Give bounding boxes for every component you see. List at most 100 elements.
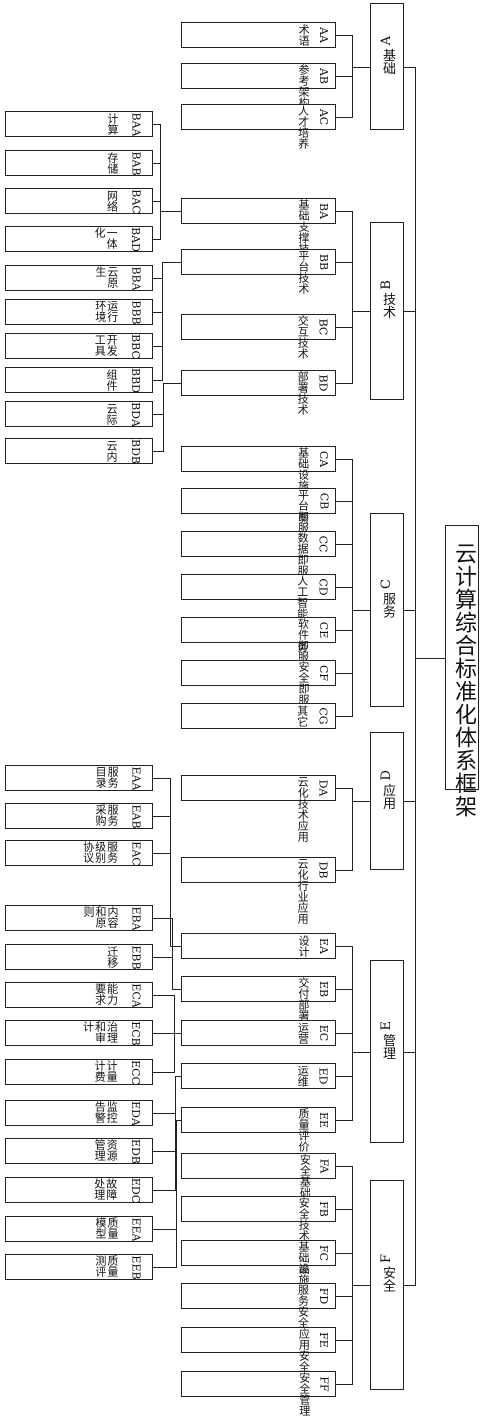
item-connector-AC xyxy=(336,117,352,118)
branch-line-B xyxy=(352,211,353,384)
sub-item-EBA-label: 内容和原则 xyxy=(81,906,119,928)
branch-line-D xyxy=(352,788,353,871)
sub-item-BBD-code: BBD xyxy=(129,367,142,393)
item-BC-label: 交互技术 xyxy=(296,315,310,359)
item-CA-label: 基础设施即服务 xyxy=(296,447,310,524)
category-C: C 服务 xyxy=(379,579,395,618)
sub-item-connector-BBA xyxy=(153,278,162,279)
item-AC-code: AC xyxy=(316,108,330,126)
category-C-label: 服务 xyxy=(380,591,395,618)
item-connector-CA xyxy=(336,459,352,460)
branch-connector-B xyxy=(352,311,370,312)
item-connector-BD xyxy=(336,383,352,384)
item-FE-code: FE xyxy=(317,1332,331,1348)
sub-branch-EC xyxy=(174,995,175,1073)
sub-item-BDB-code: BDB xyxy=(129,438,142,464)
item-connector-CE xyxy=(336,630,352,631)
item-connector-CD xyxy=(336,587,352,588)
item-connector-EA xyxy=(336,946,352,947)
sub-branch-BA xyxy=(160,124,161,240)
sub-item-BDB-label: 云内 xyxy=(105,440,118,462)
branch-connector-C xyxy=(352,610,370,611)
sub-item-EAC-code: EAC xyxy=(129,840,143,866)
category-C-code: C xyxy=(379,579,394,589)
sub-item-BAD-label: 一体化 xyxy=(93,227,119,249)
item-connector-DB xyxy=(336,870,352,871)
sub-item-BBB-code: BBB xyxy=(129,299,143,325)
item-connector-FE xyxy=(336,1340,352,1341)
root-connector xyxy=(415,658,445,659)
sub-item-BAA-code: BAA xyxy=(129,112,143,136)
trunk-line xyxy=(415,67,416,1286)
branch-connector-D xyxy=(352,801,370,802)
sub-item-connector-BDA xyxy=(153,414,163,415)
sub-item-BBD: BBD 组件 xyxy=(6,367,152,393)
sub-item-BBD-label: 组件 xyxy=(105,369,118,391)
item-CC-label: 数据即服务 xyxy=(296,532,310,587)
sub-item-connector-EAB xyxy=(153,816,170,817)
item-EB-label: 交付部署 xyxy=(296,977,310,1021)
sub-item-ECC-label: 计量计费 xyxy=(93,1060,119,1082)
item-FA: FA 安全基础 xyxy=(182,1154,335,1198)
item-connector-FF xyxy=(336,1384,352,1385)
item-EB-code: EB xyxy=(316,980,330,998)
sub-item-connector-BBC xyxy=(153,346,162,347)
item-FE: FE 应用安全 xyxy=(182,1328,335,1372)
item-connector-CC xyxy=(336,544,352,545)
sub-item-BBB-label: 运行环境 xyxy=(93,300,119,322)
item-FA-label: 安全基础 xyxy=(298,1154,312,1198)
sub-connector-EA xyxy=(170,946,181,947)
sub-item-EEA-code: EEA xyxy=(129,1216,143,1242)
branch-line-E xyxy=(352,946,353,1121)
category-F: F安全 xyxy=(379,1254,395,1292)
sub-item-BAB-code: BAB xyxy=(129,150,143,176)
item-FA-code: FA xyxy=(317,1158,331,1174)
category-connector-D xyxy=(404,801,415,802)
category-E: E管理 xyxy=(379,1021,395,1060)
sub-item-EEB-code: EEB xyxy=(129,1254,143,1280)
item-FF-label: 安全管理 xyxy=(297,1372,311,1416)
item-BD-code: BD xyxy=(316,374,330,392)
item-FE-label: 应用安全 xyxy=(297,1328,311,1372)
item-CD-label: 人工智能即服务 xyxy=(295,575,309,652)
category-box-F: F安全 xyxy=(370,1180,404,1390)
sub-branch-EA xyxy=(170,778,171,947)
sub-connector-ED xyxy=(175,1076,181,1077)
category-E-label: 管理 xyxy=(380,1033,395,1060)
item-connector-FB xyxy=(336,1209,352,1210)
item-DB-label: 云化行业应用 xyxy=(296,858,310,924)
